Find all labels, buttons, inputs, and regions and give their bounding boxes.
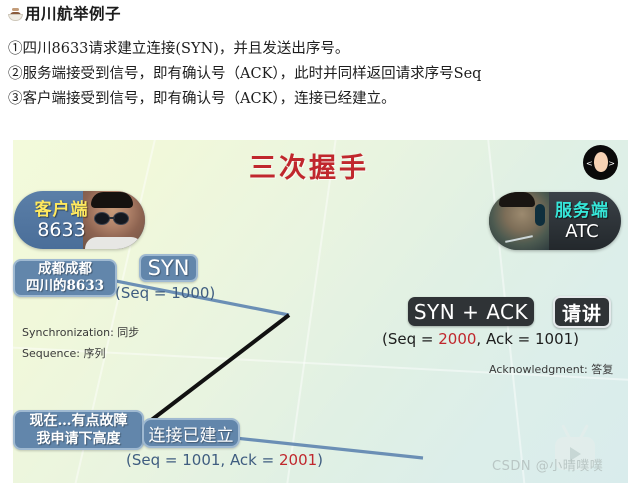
established-seq-suffix: ) <box>317 451 324 469</box>
server-badge: 服务端 ATC <box>489 192 621 250</box>
step-item-3: ③客户端接受到信号，即有确认号（ACK），连接已经建立。 <box>8 91 396 107</box>
fault-speech-tag: 现在…有点故障 我申请下高度 <box>13 410 144 450</box>
pilot-photo <box>83 191 145 249</box>
server-id-label: ATC <box>565 220 599 242</box>
syn-ack-seq-prefix: (Seq = <box>382 330 439 348</box>
syn-ack-ack-text: , Ack = 1001) <box>476 330 580 348</box>
fault-speech-line-2: 我申请下高度 <box>36 431 121 447</box>
controller-photo <box>489 192 549 250</box>
slide-heading: 三次握手 <box>249 153 369 184</box>
established-seq-caption: (Seq = 1001, Ack = 2001) <box>126 451 323 469</box>
glossary-synchronization: Synchronization: 同步 <box>22 326 140 339</box>
established-ack-value: 2001 <box>278 451 318 469</box>
server-role-label: 服务端 <box>555 200 609 221</box>
client-speech-line-2: 四川的8633 <box>25 278 105 294</box>
client-role-label: 客户端 <box>34 199 89 220</box>
syn-seq-caption: (Seq = 1000) <box>115 284 216 302</box>
established-seq-prefix: (Seq = 1001, Ack = <box>126 451 279 469</box>
syn-ack-seq-value: 2000 <box>438 330 477 348</box>
syn-ack-seq-caption: (Seq = 2000, Ack = 1001) <box>382 330 579 348</box>
glossary-sequence: Sequence: 序列 <box>22 347 106 360</box>
client-speech-tag: 成都成都 四川的8633 <box>13 259 117 297</box>
step-item-2: ②服务端接受到信号，即有确认号（ACK），此时并同样返回请求序号Seq <box>8 66 482 82</box>
csdn-tv-logo-icon <box>551 424 599 470</box>
page-title-text: 用川航举例子 <box>25 4 122 23</box>
glossary-acknowledgment: Acknowledgment: 答复 <box>489 363 614 376</box>
steps-list: ①四川8633请求建立连接(SYN)，并且发送出序号。 ②服务端接受到信号，即有… <box>8 38 636 113</box>
coffee-cup-icon <box>8 8 23 21</box>
client-badge: 客户端 8633 <box>14 191 145 249</box>
face-avatar-icon: < > <box>583 145 618 180</box>
watermark-text: CSDN @小晴噗噗 <box>492 459 604 474</box>
go-ahead-tag: 请讲 <box>553 296 611 328</box>
client-speech-line-1: 成都成都 <box>38 261 92 277</box>
page-title: 用川航举例子 <box>8 2 121 24</box>
syn-tag: SYN <box>139 254 198 282</box>
connection-established-tag: 连接已建立 <box>142 418 240 448</box>
syn-ack-tag: SYN + ACK <box>408 297 534 326</box>
fault-speech-line-1: 现在…有点故障 <box>29 413 128 429</box>
client-id-label: 8633 <box>37 218 86 241</box>
step-item-1: ①四川8633请求建立连接(SYN)，并且发送出序号。 <box>8 41 350 57</box>
